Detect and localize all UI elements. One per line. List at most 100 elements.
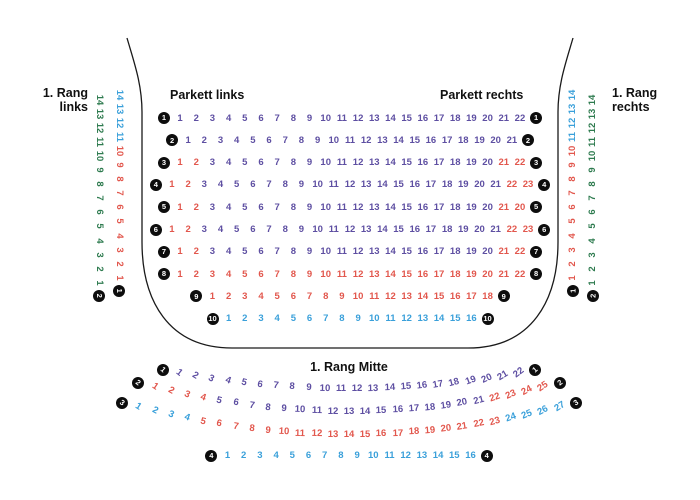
seat[interactable]: 5 — [242, 112, 248, 124]
seat[interactable]: 17 — [466, 290, 477, 302]
seat[interactable]: 5 — [289, 450, 295, 461]
seat[interactable]: 15 — [433, 290, 445, 302]
seat[interactable]: 4 — [217, 179, 224, 191]
seat[interactable]: 1 — [169, 179, 175, 191]
seat[interactable]: 9 — [354, 450, 360, 461]
seat[interactable]: 19 — [458, 224, 469, 235]
seat[interactable]: 2 — [185, 179, 191, 191]
seat[interactable]: 19 — [466, 157, 477, 169]
seat[interactable]: 13 — [343, 406, 355, 417]
seat[interactable]: 10 — [368, 313, 380, 325]
seat[interactable]: 20 — [514, 201, 526, 213]
seat[interactable]: 16 — [417, 112, 429, 124]
seat[interactable]: 6 — [306, 313, 313, 325]
seat[interactable]: 21 — [498, 246, 510, 258]
seat[interactable]: 16 — [449, 290, 461, 302]
seat[interactable]: 22 — [506, 179, 518, 191]
seat[interactable]: 15 — [401, 157, 412, 169]
seat[interactable]: 21 — [506, 134, 518, 146]
seat[interactable]: 13 — [368, 201, 380, 213]
seat[interactable]: 20 — [482, 112, 493, 124]
seat[interactable]: 9 — [306, 112, 313, 124]
seat[interactable]: 14 — [385, 112, 396, 124]
seat[interactable]: 13 — [417, 313, 429, 325]
seat[interactable]: 15 — [409, 134, 421, 146]
seat[interactable]: 12 — [352, 268, 364, 280]
seat[interactable]: 4 — [225, 246, 232, 258]
seat[interactable]: 21 — [498, 157, 510, 169]
seat[interactable]: 20 — [490, 134, 501, 146]
seat[interactable]: 10 — [368, 450, 379, 461]
seat[interactable]: 10 — [320, 112, 331, 124]
seat[interactable]: 14 — [377, 224, 388, 235]
seat[interactable]: 20 — [474, 179, 485, 191]
seat[interactable]: 17 — [433, 112, 445, 124]
seat[interactable]: 1 — [177, 112, 183, 124]
seat[interactable]: 9 — [298, 224, 305, 235]
seat[interactable]: 20 — [482, 246, 493, 258]
seat[interactable]: 5 — [274, 290, 280, 302]
seat[interactable]: 15 — [449, 313, 461, 325]
seat[interactable]: 18 — [441, 224, 453, 235]
seat[interactable]: 9 — [306, 201, 313, 213]
seat[interactable]: 20 — [482, 157, 493, 169]
seat[interactable]: 4 — [274, 313, 280, 325]
seat[interactable]: 7 — [274, 246, 280, 258]
seat[interactable]: 12 — [352, 246, 364, 258]
seat[interactable]: 19 — [458, 179, 469, 191]
seat[interactable]: 8 — [290, 112, 296, 124]
seat[interactable]: 23 — [522, 179, 534, 191]
rang-seat[interactable]: 1 — [114, 274, 125, 281]
seat[interactable]: 3 — [258, 313, 264, 325]
seat[interactable]: 23 — [522, 224, 534, 235]
seat[interactable]: 10 — [294, 404, 306, 416]
seat[interactable]: 1 — [177, 201, 183, 213]
seat[interactable]: 6 — [266, 134, 272, 146]
seat[interactable]: 11 — [336, 157, 347, 169]
seat[interactable]: 11 — [336, 112, 347, 124]
seat[interactable]: 13 — [368, 268, 380, 280]
seat[interactable]: 17 — [433, 157, 445, 169]
seat[interactable]: 16 — [425, 134, 437, 146]
seat[interactable]: 11 — [311, 405, 322, 417]
seat[interactable]: 1 — [169, 224, 175, 235]
seat[interactable]: 12 — [352, 157, 364, 169]
seat[interactable]: 19 — [466, 201, 477, 213]
seat[interactable]: 13 — [367, 382, 379, 394]
seat[interactable]: 5 — [242, 201, 248, 213]
seat[interactable]: 14 — [385, 246, 396, 258]
seat[interactable]: 14 — [417, 290, 429, 302]
seat[interactable]: 3 — [257, 450, 263, 461]
seat[interactable]: 11 — [369, 290, 380, 302]
seat[interactable]: 13 — [368, 157, 380, 169]
seat[interactable]: 12 — [311, 428, 322, 440]
seat[interactable]: 4 — [225, 201, 232, 213]
seat[interactable]: 3 — [209, 201, 216, 213]
seat[interactable]: 14 — [385, 201, 396, 213]
seat[interactable]: 17 — [433, 268, 445, 280]
seat[interactable]: 11 — [328, 224, 339, 235]
seat[interactable]: 3 — [201, 224, 207, 235]
seat[interactable]: 20 — [474, 224, 485, 235]
seat[interactable]: 11 — [384, 450, 395, 461]
seat[interactable]: 1 — [224, 450, 231, 461]
seat[interactable]: 17 — [433, 246, 445, 258]
seat[interactable]: 11 — [336, 246, 347, 258]
seat[interactable]: 15 — [401, 201, 412, 213]
seat[interactable]: 12 — [352, 201, 364, 213]
seat[interactable]: 6 — [258, 268, 264, 280]
seat[interactable]: 7 — [274, 157, 280, 169]
seat[interactable]: 4 — [234, 134, 240, 146]
seat[interactable]: 16 — [417, 157, 429, 169]
seat[interactable]: 21 — [498, 268, 510, 280]
seat[interactable]: 19 — [466, 112, 477, 124]
seat[interactable]: 10 — [320, 157, 331, 169]
seat[interactable]: 12 — [344, 224, 356, 235]
seat[interactable]: 2 — [193, 112, 199, 124]
seat[interactable]: 1 — [185, 134, 191, 146]
seat[interactable]: 8 — [298, 134, 305, 146]
seat[interactable]: 16 — [417, 268, 429, 280]
seat[interactable]: 8 — [339, 313, 345, 325]
seat[interactable]: 14 — [432, 450, 444, 461]
seat[interactable]: 10 — [352, 290, 364, 302]
